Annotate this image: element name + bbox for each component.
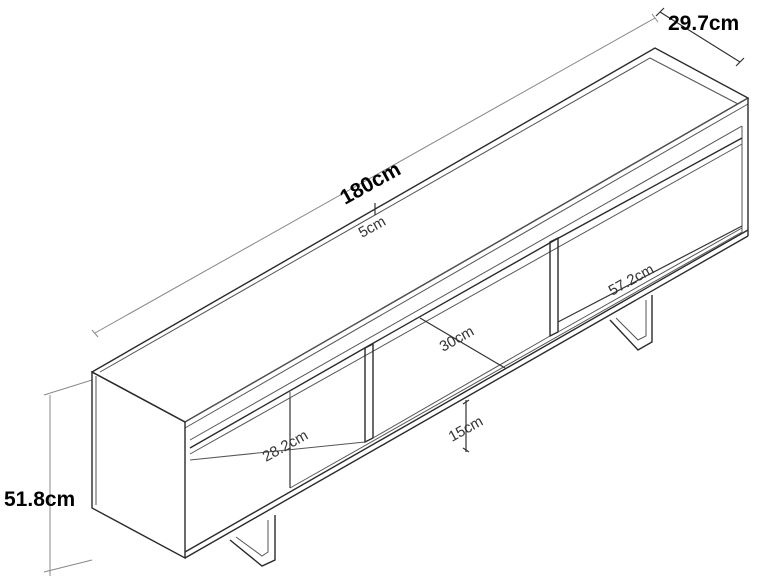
width-label: 180cm — [336, 158, 404, 210]
cabinet-body — [90, 47, 750, 560]
left-compartment-height-label: 28.2cm — [260, 427, 311, 466]
middle-depth-label: 30cm — [437, 323, 477, 356]
depth-dimension-line — [655, 7, 745, 67]
height-label: 51.8cm — [4, 488, 75, 511]
width-dimension-line — [91, 13, 659, 338]
height-dimension-line — [43, 379, 93, 576]
depth-label: 29.7cm — [668, 12, 739, 35]
metal-legs — [229, 295, 653, 567]
interior-dimension-arrows — [289, 203, 743, 488]
